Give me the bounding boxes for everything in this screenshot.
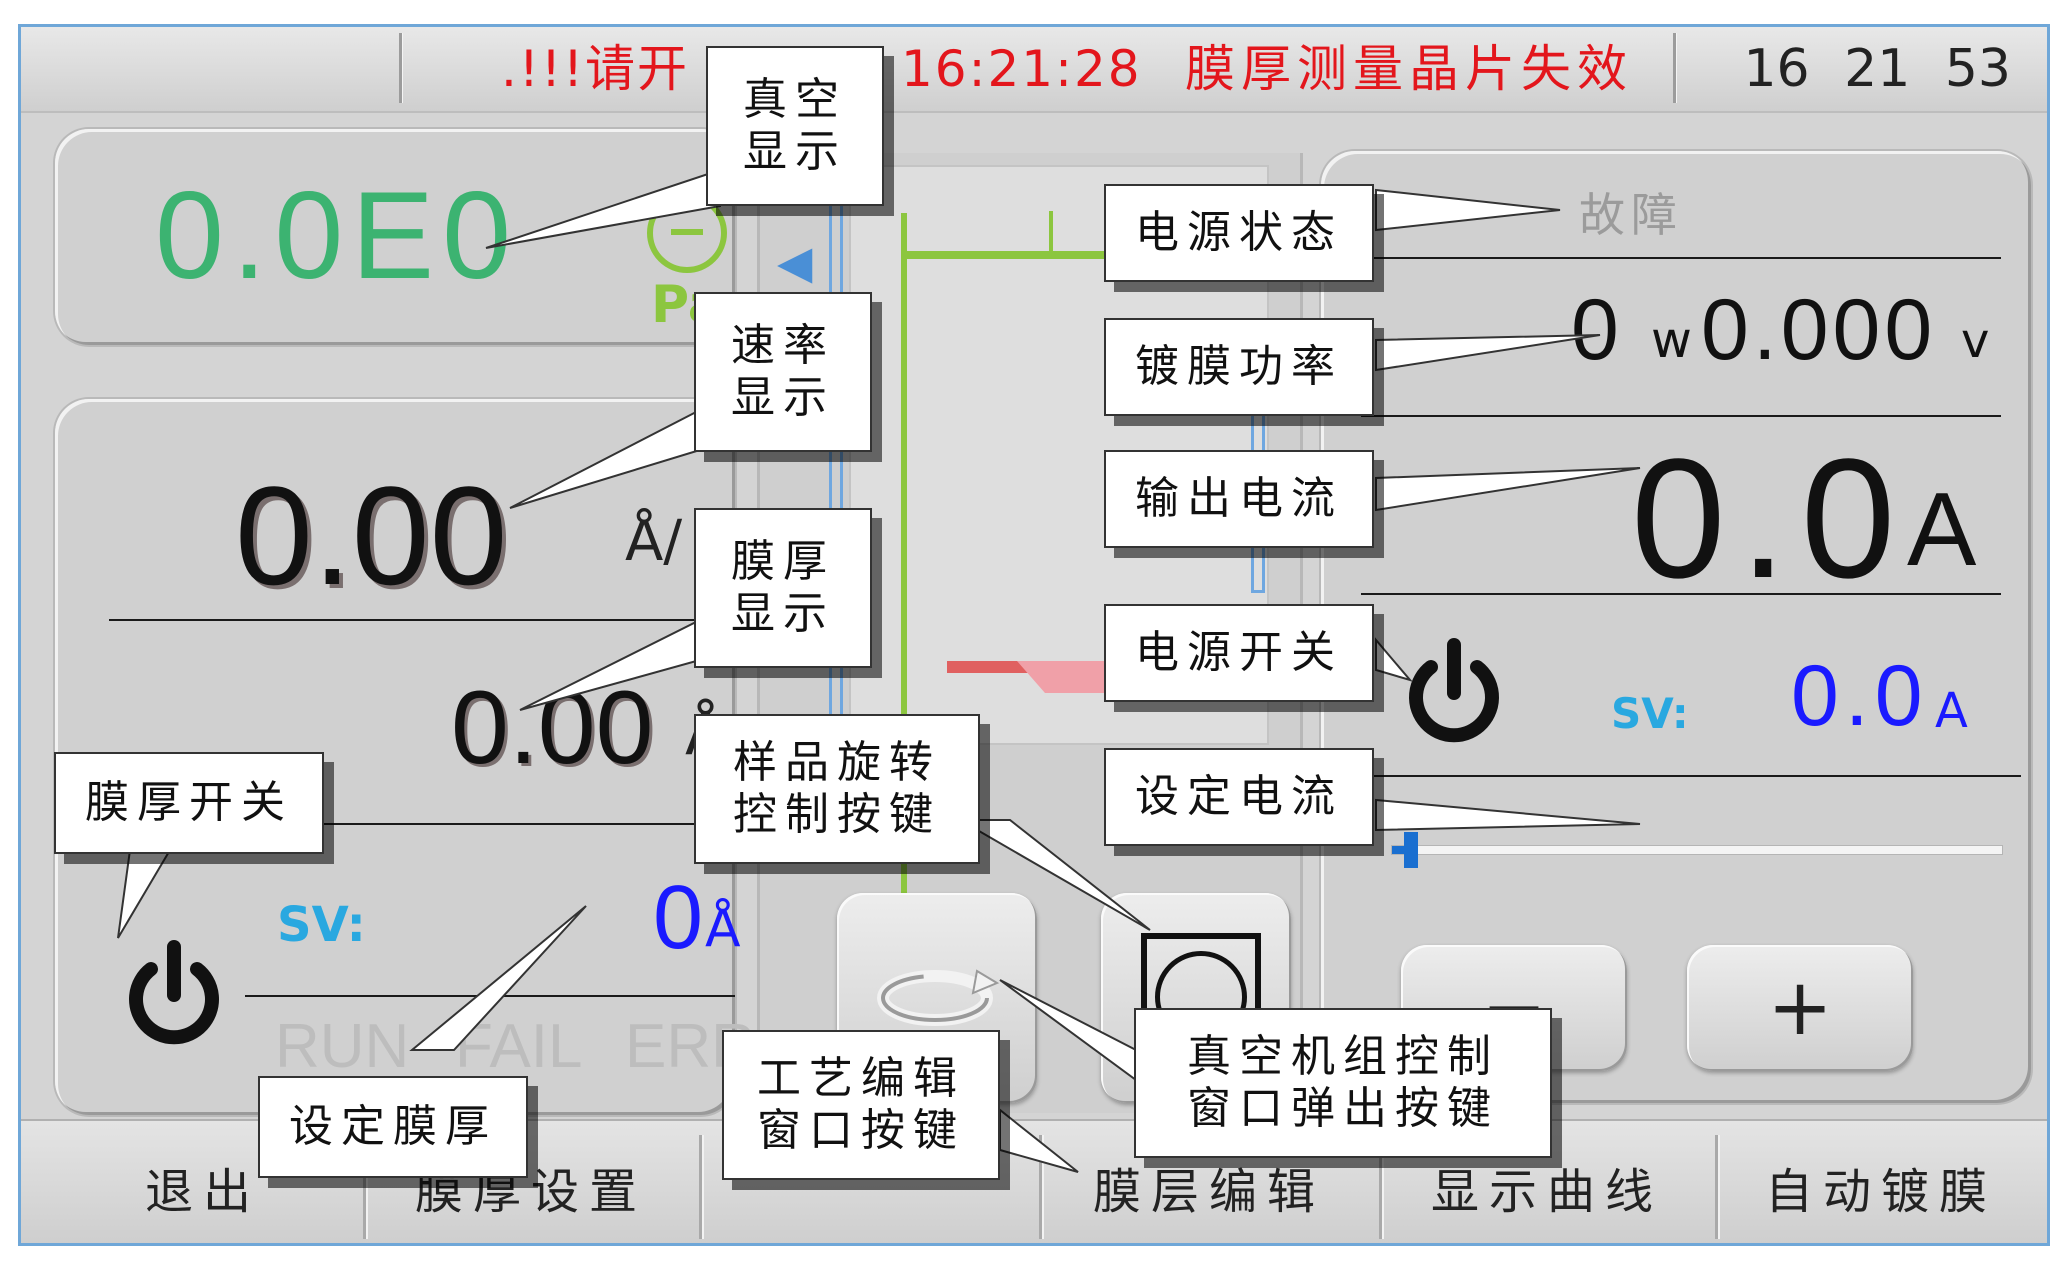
callout-output-current: 输出电流 — [1104, 450, 1374, 548]
power-status: 故障 — [1579, 188, 1683, 242]
leader-rate — [509, 408, 701, 509]
divider — [399, 33, 402, 103]
divider — [245, 823, 735, 825]
auto-coating-button[interactable]: 自动镀膜 — [1715, 1135, 2047, 1239]
alarm-message: 膜厚测量晶片失效 — [1185, 40, 1633, 98]
set-thickness-value[interactable]: 0 — [653, 868, 704, 968]
leader-output-current — [1375, 467, 1641, 512]
divider — [1361, 257, 2001, 259]
divider — [1361, 593, 2001, 595]
pipe-green-vertical — [901, 213, 907, 1033]
callout-power-switch: 电源开关 — [1104, 604, 1374, 702]
thickness-value: 0.00 — [451, 670, 654, 786]
leader-coating-power — [1375, 334, 1601, 372]
rate-unit: Å/ — [625, 509, 683, 574]
divider — [1361, 415, 2001, 417]
callout-vacuum-unit-window: 真空机组控制 窗口弹出按键 — [1134, 1008, 1552, 1158]
leader-set-current — [1375, 798, 1641, 832]
alarm-time: 16:21:28 — [901, 40, 1142, 98]
callout-process-edit: 工艺编辑 窗口按键 — [722, 1030, 1000, 1180]
leader-power-status — [1375, 188, 1561, 232]
leader-sample-rotation — [956, 819, 1151, 931]
show-curve-button[interactable]: 显示曲线 — [1379, 1135, 1718, 1239]
current-unit: A — [1907, 472, 1977, 588]
thickness-power-button[interactable] — [119, 939, 229, 1049]
callout-set-thickness: 设定膜厚 — [258, 1076, 528, 1178]
power-icon — [129, 940, 219, 1045]
callout-vacuum-display: 真空 显示 — [706, 46, 884, 206]
clock: 16 21 53 — [1743, 39, 2011, 99]
exit-button[interactable]: 退出 — [43, 1135, 366, 1239]
set-thickness-unit: Å — [705, 899, 741, 959]
power-watts: 0 — [1571, 282, 1619, 378]
alarm-text-left: .!!!请开 — [501, 40, 690, 98]
top-status-bar: .!!!请开 16:21:28 膜厚测量晶片失效 16 21 53 — [21, 27, 2047, 113]
leader-power-switch — [1375, 637, 1413, 682]
rate-value: 0.00 — [235, 457, 508, 614]
sv-label: SV: — [1611, 689, 1689, 738]
rotate-icon — [877, 969, 1000, 1026]
status-run: RUN — [275, 1012, 410, 1081]
volt-unit: v — [1961, 313, 1990, 369]
leader-process-edit — [999, 1107, 1079, 1173]
callout-thickness-switch: 膜厚开关 — [54, 752, 324, 854]
output-current: 0.0 — [1631, 424, 1910, 614]
leader-vacuum-unit — [999, 979, 1137, 1082]
power-switch-button[interactable] — [1399, 637, 1509, 747]
nav-empty-slot — [699, 1135, 1042, 1239]
callout-coating-power: 镀膜功率 — [1104, 318, 1374, 416]
leader-thickness-switch — [117, 849, 172, 939]
set-current-unit: A — [1935, 683, 1968, 739]
pipe-green-horizontal — [901, 251, 1273, 259]
increase-current-button[interactable]: + — [1687, 945, 1913, 1071]
arrow-left-icon: ◀ — [777, 235, 813, 289]
hmi-window: .!!!请开 16:21:28 膜厚测量晶片失效 16 21 53 0.0E0 … — [18, 24, 2050, 1246]
leader-set-thickness — [409, 905, 587, 1051]
slider-fill — [1392, 846, 1406, 854]
slider-thumb[interactable] — [1404, 832, 1418, 868]
callout-sample-rotation: 样品旋转 控制按键 — [694, 714, 980, 864]
leader-thickness — [519, 618, 701, 711]
vacuum-panel: 0.0E0 Pa — [55, 129, 735, 345]
power-voltage: 0.000 — [1701, 282, 1937, 378]
minus-icon — [671, 229, 703, 235]
callout-thickness-display: 膜厚 显示 — [694, 508, 872, 668]
callout-rate-display: 速率 显示 — [694, 292, 872, 452]
film-edit-button[interactable]: 膜层编辑 — [1039, 1135, 1382, 1239]
watt-unit: w — [1651, 311, 1692, 369]
callout-power-status: 电源状态 — [1104, 184, 1374, 282]
divider — [109, 619, 709, 621]
divider — [1361, 775, 2021, 777]
divider — [1673, 33, 1676, 103]
vacuum-value: 0.0E0 — [155, 167, 520, 305]
set-current-value[interactable]: 0.0 — [1791, 648, 1929, 744]
current-slider[interactable] — [1391, 832, 2003, 868]
leader-vacuum — [485, 168, 721, 249]
power-icon — [1409, 638, 1499, 743]
sv-label: SV: — [277, 897, 366, 953]
callout-set-current: 设定电流 — [1104, 748, 1374, 846]
power-panel: 故障 0 w 0.000 v 0.0 A SV: 0.0 A − + — [1321, 151, 2031, 1103]
